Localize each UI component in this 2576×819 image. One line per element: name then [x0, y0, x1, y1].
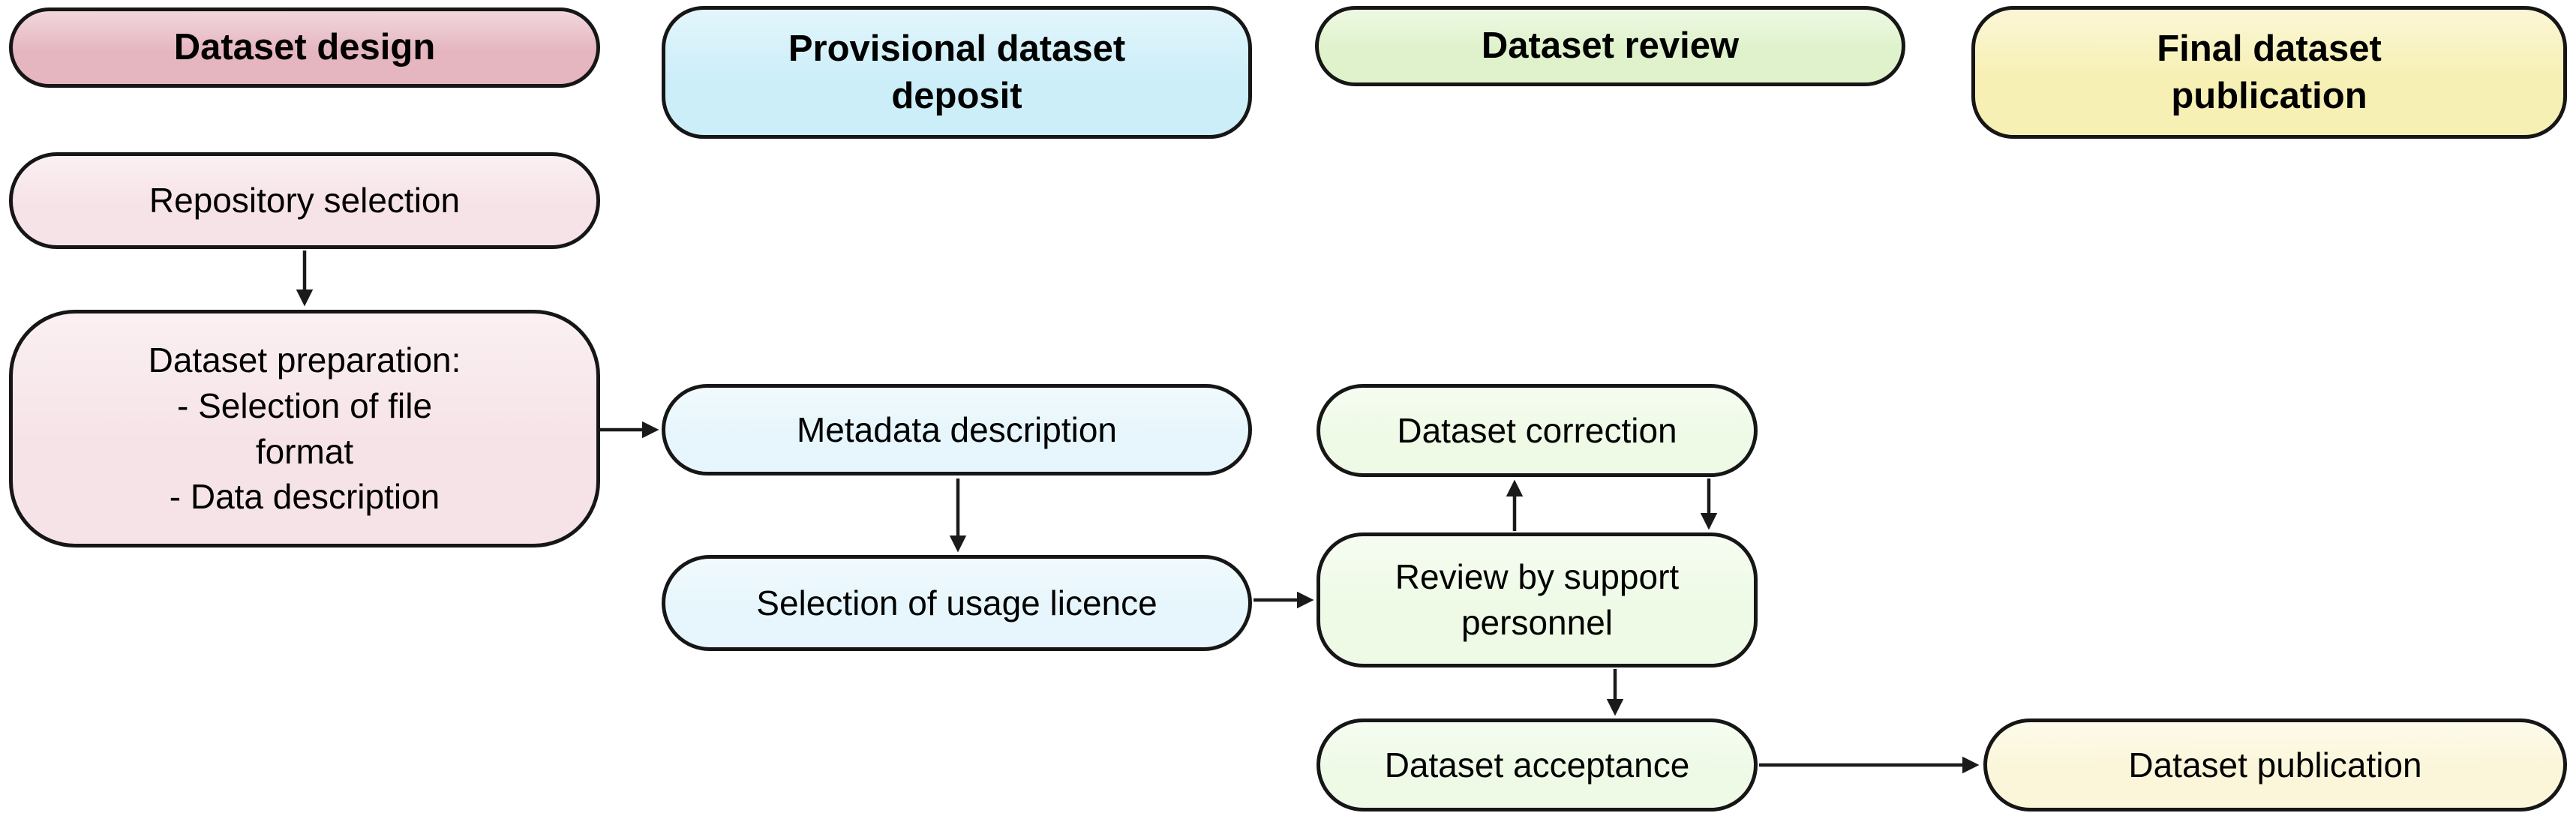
node-selection-of-usage-licence: Selection of usage licence	[662, 555, 1252, 651]
node-dataset-preparation: Dataset preparation: - Selection of file…	[9, 310, 600, 548]
phase-header-dataset-review: Dataset review	[1315, 6, 1905, 86]
node-review-by-support-personnel: Review by support personnel	[1317, 532, 1758, 668]
node-metadata-description: Metadata description	[662, 384, 1252, 476]
node-repository-selection: Repository selection	[9, 152, 600, 249]
phase-header-dataset-design: Dataset design	[9, 8, 600, 88]
phase-header-provisional-dataset-deposit: Provisional dataset deposit	[662, 6, 1252, 139]
node-dataset-correction: Dataset correction	[1317, 384, 1758, 477]
node-dataset-publication: Dataset publication	[1983, 718, 2567, 812]
node-dataset-acceptance: Dataset acceptance	[1317, 718, 1758, 812]
phase-header-final-dataset-publication: Final dataset publication	[1971, 6, 2567, 139]
